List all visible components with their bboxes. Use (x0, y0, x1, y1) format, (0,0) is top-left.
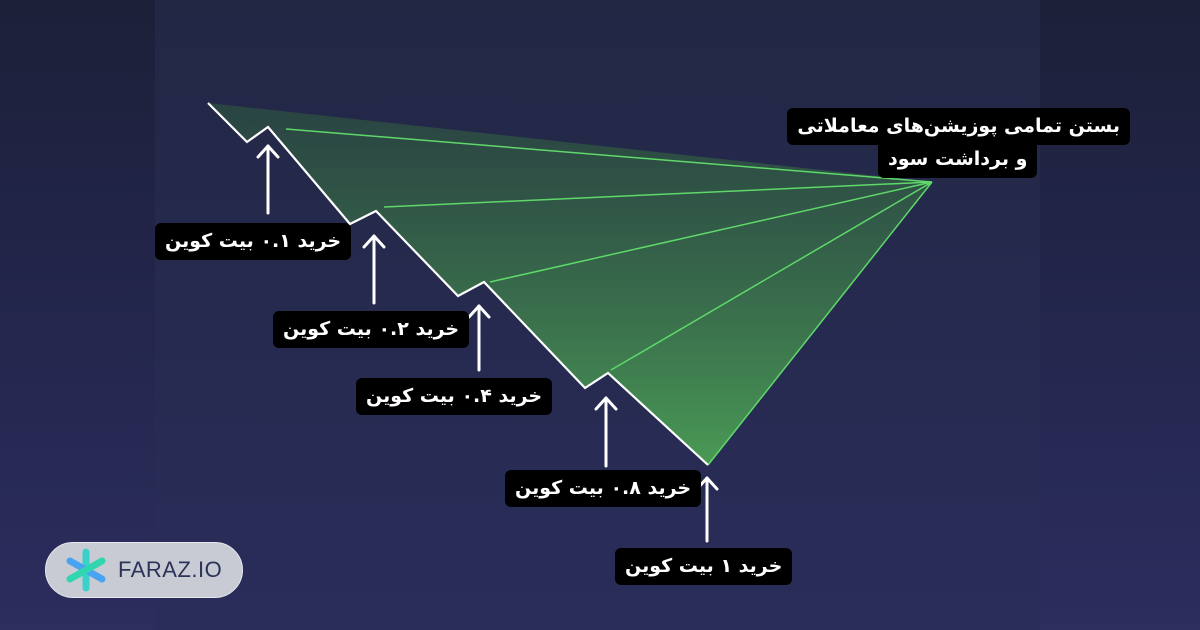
logo-text: FARAZ.IO (118, 557, 223, 582)
buy-label-4: خرید ۰.۸ بیت کوین (505, 470, 702, 507)
brand-logo[interactable]: FARAZ.IO (45, 542, 243, 598)
entry-line-4 (610, 181, 933, 371)
buy-label-5: خرید ۱ بیت کوین (615, 548, 793, 585)
profit-area (208, 103, 932, 465)
arrow-up-icon-4 (594, 396, 618, 468)
buy-label-1: خرید ۰.۱ بیت کوین (155, 223, 352, 260)
entry-lines (285, 128, 933, 466)
entry-line-2 (383, 181, 933, 208)
entry-line-1 (285, 128, 933, 183)
exit-label: بستن تمامی پوزیشن‌های معاملاتی (787, 108, 1130, 145)
buy-label-2: خرید ۰.۲ بیت کوین (273, 311, 470, 348)
exit-label-line1: بستن تمامی پوزیشن‌های معاملاتی (787, 108, 1130, 145)
entry-line-3 (489, 181, 933, 283)
entry-line-5 (707, 181, 933, 466)
arrow-up-icon-2 (362, 234, 386, 305)
exit-label-2: و برداشت سود (878, 141, 1038, 178)
asterisk-logo-icon (66, 548, 106, 592)
arrow-up-icon-3 (467, 304, 491, 372)
price-line (207, 102, 709, 466)
buy-label-3: خرید ۰.۴ بیت کوین (356, 378, 553, 415)
exit-label-line2: و برداشت سود (878, 141, 1038, 178)
arrow-up-icon-1 (256, 144, 280, 215)
